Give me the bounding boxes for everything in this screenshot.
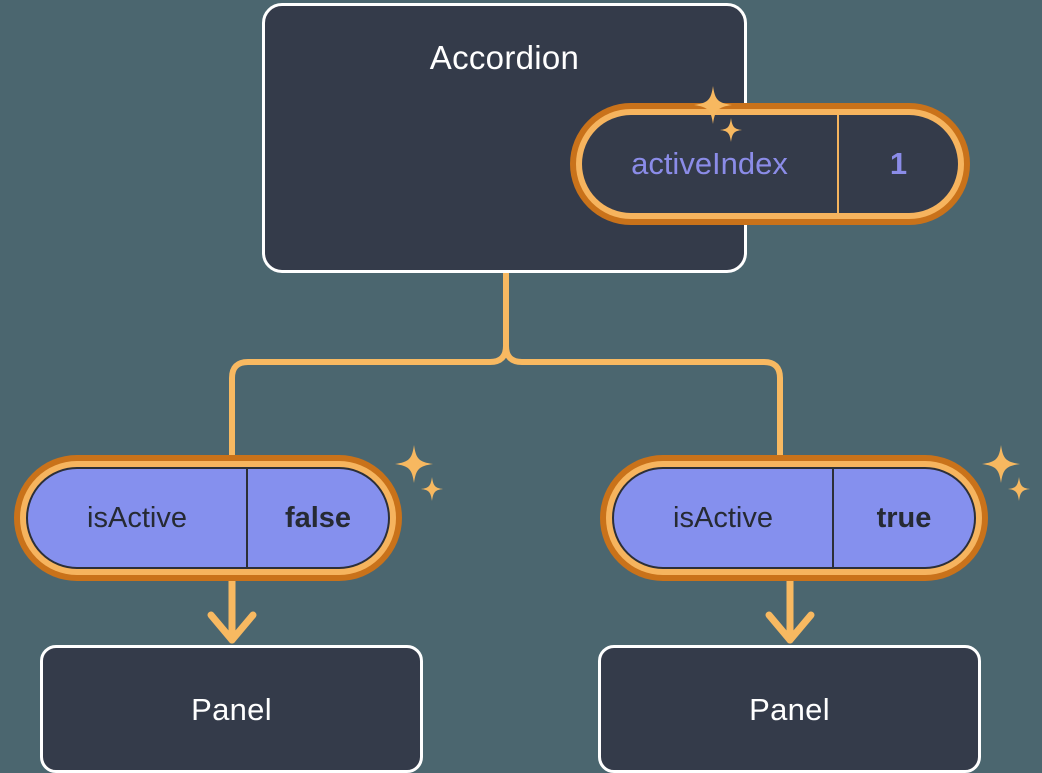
state-pill-body: activeIndex 1: [582, 115, 958, 213]
state-pill-activeindex[interactable]: activeIndex 1: [570, 103, 970, 225]
prop-pill-isactive-left[interactable]: isActive false: [14, 455, 402, 581]
state-key-label: activeIndex: [631, 146, 788, 181]
prop-pill-ring-left: isActive false: [20, 461, 396, 575]
page-title: Accordion: [429, 39, 580, 76]
component-card-accordion[interactable]: Accordion activeIndex 1: [262, 3, 970, 273]
state-pill-ring: activeIndex 1: [576, 109, 964, 219]
prop-pill-body-right: isActive true: [612, 467, 976, 569]
component-card-panel-left[interactable]: Panel: [40, 645, 423, 773]
panel-title-right: Panel: [749, 692, 830, 727]
panel-title-left: Panel: [191, 692, 272, 727]
sparkle-icon-left: [395, 445, 443, 501]
prop-value-label-right: true: [832, 469, 974, 567]
arrow-down-icon-left: [207, 611, 257, 644]
prop-key-label-left: isActive: [87, 501, 187, 534]
arrow-down-icon-right: [765, 611, 815, 644]
prop-value-label-left: false: [246, 469, 388, 567]
state-value-label: 1: [837, 115, 958, 213]
prop-pill-body-left: isActive false: [26, 467, 390, 569]
prop-pill-ring-right: isActive true: [606, 461, 982, 575]
prop-pill-isactive-right[interactable]: isActive true: [600, 455, 988, 581]
sparkle-icon-right: [982, 445, 1030, 501]
prop-key-label-right: isActive: [673, 501, 773, 534]
component-card-panel-right[interactable]: Panel: [598, 645, 981, 773]
connector-branch-bus: [229, 343, 783, 458]
